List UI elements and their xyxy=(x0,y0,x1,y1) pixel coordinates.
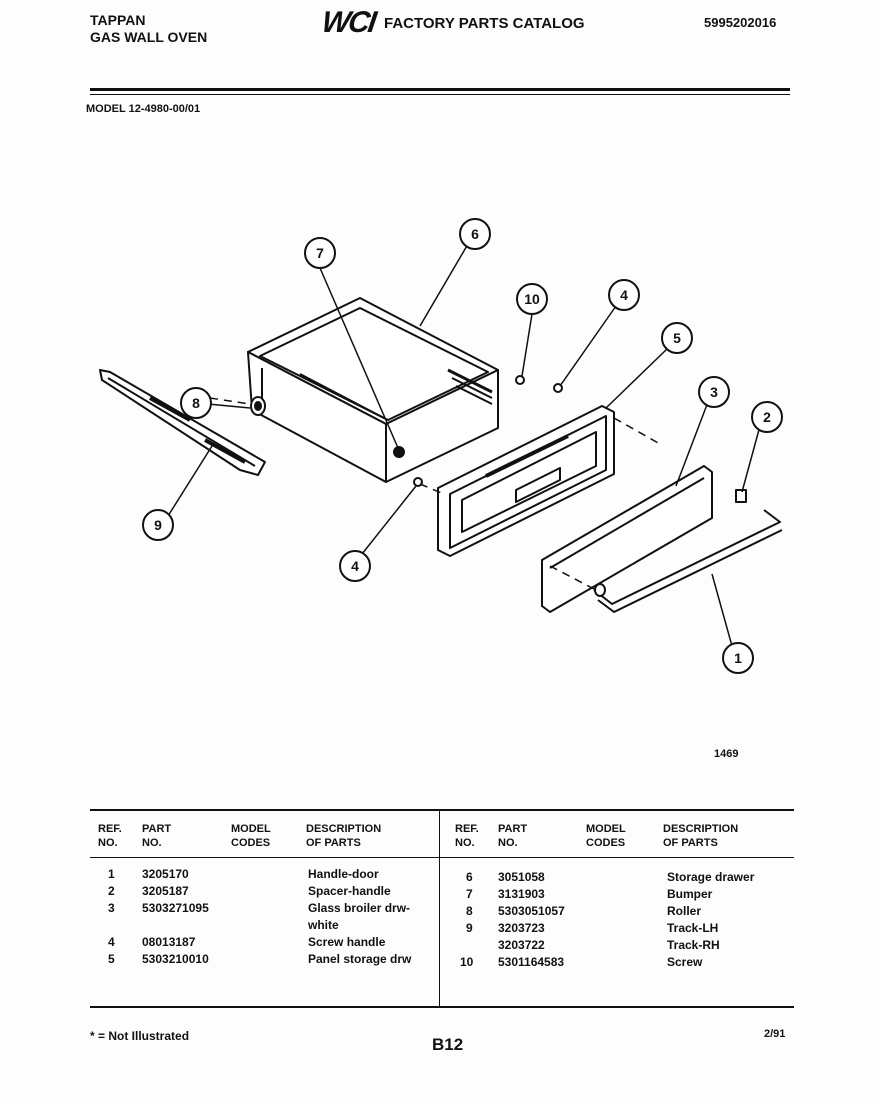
table-row: 9 3203723 Track-LH xyxy=(466,921,719,935)
catalog-number: 5995202016 xyxy=(704,15,777,30)
svg-text:4: 4 xyxy=(620,287,628,303)
svg-text:2: 2 xyxy=(763,409,771,425)
callout-7: 7 xyxy=(304,237,336,269)
callout-2: 2 xyxy=(751,401,783,433)
table-row: 4 08013187 Screw handle xyxy=(108,935,386,949)
table-rule-header xyxy=(90,857,794,858)
callout-10: 10 xyxy=(516,283,548,315)
callout-3: 3 xyxy=(698,376,730,408)
callout-9: 9 xyxy=(142,509,174,541)
table-rule-bottom xyxy=(90,1006,794,1008)
callout-8: 8 xyxy=(180,387,212,419)
svg-text:1: 1 xyxy=(734,650,742,666)
parts-list-left: 1 3205170 Handle-door 2 3205187 Spacer-h… xyxy=(0,866,440,968)
page-number: B12 xyxy=(432,1035,464,1054)
catalog-title: FACTORY PARTS CATALOG xyxy=(384,15,585,32)
product-name: GAS WALL OVEN xyxy=(90,29,208,45)
table-row: 8 5303051057 Roller xyxy=(466,904,702,918)
table-row: 3203722 Track-RH xyxy=(498,938,720,952)
svg-text:3: 3 xyxy=(710,384,718,400)
table-divider xyxy=(439,811,440,1007)
track-part-drawing xyxy=(99,369,266,476)
glass-panel-drawing xyxy=(541,465,713,613)
svg-text:5: 5 xyxy=(673,330,681,346)
table-row: 2 3205187 Spacer-handle xyxy=(108,884,391,898)
table-row: 10 5301164583 Screw xyxy=(460,955,703,969)
header-brand-block: TAPPAN GAS WALL OVEN xyxy=(90,12,207,46)
svg-text:6: 6 xyxy=(471,226,479,242)
table-row: white xyxy=(308,918,339,932)
table-row: 1 3205170 Handle-door xyxy=(108,867,379,881)
figure-number: 1469 xyxy=(714,748,739,760)
callout-5: 5 xyxy=(661,322,693,354)
callout-1: 1 xyxy=(722,642,754,674)
revision-date: 2/91 xyxy=(764,1028,786,1040)
callout-4-bottom: 4 xyxy=(339,550,371,582)
table-row: 3 5303271095 Glass broiler drw- xyxy=(108,901,411,915)
table-row: 7 3131903 Bumper xyxy=(466,887,713,901)
svg-text:9: 9 xyxy=(154,517,162,533)
table-row: 6 3051058 Storage drawer xyxy=(466,870,755,884)
header-ref-left: REF.NO. xyxy=(98,823,122,849)
svg-text:8: 8 xyxy=(192,395,200,411)
svg-text:10: 10 xyxy=(524,291,540,307)
brand-name: TAPPAN xyxy=(90,12,146,28)
storage-drawer-drawing xyxy=(247,297,499,483)
header-rule-thin xyxy=(90,94,790,95)
parts-list-right: 6 3051058 Storage drawer 7 3131903 Bumpe… xyxy=(0,869,880,971)
roller-drawing xyxy=(250,396,266,416)
model-number: MODEL 12-4980-00/01 xyxy=(86,103,201,115)
callout-6: 6 xyxy=(459,218,491,250)
callout-4-top: 4 xyxy=(608,279,640,311)
svg-text:4: 4 xyxy=(351,558,359,574)
header-ref-right: REF.NO. xyxy=(455,823,479,849)
panel-storage-drawing xyxy=(437,405,615,557)
header-rule-thick xyxy=(90,88,790,91)
not-illustrated-note: * = Not Illustrated xyxy=(90,1029,190,1043)
exploded-parts-diagram: 7 6 10 4 5 3 2 8 9 4 1 xyxy=(99,218,783,674)
handle-door-drawing xyxy=(593,489,783,613)
svg-text:7: 7 xyxy=(316,245,324,261)
callout-group: 7 6 10 4 5 3 2 8 9 4 1 xyxy=(142,218,783,674)
table-rule-top xyxy=(90,809,794,811)
table-row: 5 5303210010 Panel storage drw xyxy=(108,952,412,966)
